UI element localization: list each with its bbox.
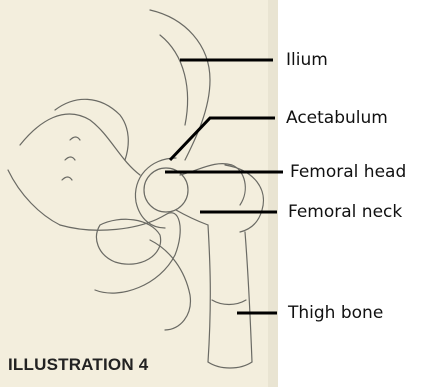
label-femoral-head: Femoral head <box>290 164 406 181</box>
label-ilium: Ilium <box>286 52 328 69</box>
paper-shadow <box>268 0 278 387</box>
label-thigh-bone: Thigh bone <box>288 305 383 322</box>
illustration-caption: ILLUSTRATION 4 <box>8 356 148 373</box>
label-femoral-neck: Femoral neck <box>288 204 402 221</box>
label-acetabulum: Acetabulum <box>286 110 388 127</box>
paper-background <box>0 0 278 387</box>
